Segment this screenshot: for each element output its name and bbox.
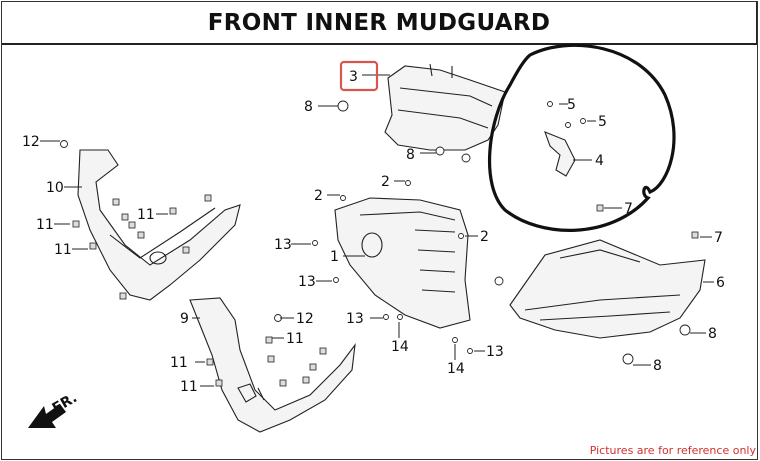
part-6-shape <box>509 239 706 339</box>
page-title: FRONT INNER MUDGUARD <box>207 9 551 36</box>
callout-11d: 11 <box>286 331 304 347</box>
callout-13a: 13 <box>274 237 292 253</box>
callout-5a: 5 <box>567 97 576 113</box>
callout-8a: 8 <box>304 99 313 115</box>
callout-13c: 13 <box>346 311 364 327</box>
callout-7b: 7 <box>714 230 723 246</box>
callout-12b: 12 <box>296 311 314 327</box>
callout-11a: 11 <box>36 217 54 233</box>
highlight-box <box>339 60 379 92</box>
callout-9: 9 <box>180 311 189 327</box>
callout-3: 3 <box>349 69 358 85</box>
callout-12a: 12 <box>22 134 40 150</box>
callout-11f: 11 <box>180 379 198 395</box>
callout-11e: 11 <box>170 355 188 371</box>
callout-13d: 13 <box>486 344 504 360</box>
disclaimer-text: Pictures are for reference only <box>589 444 756 457</box>
callout-1: 1 <box>330 249 339 265</box>
callout-4: 4 <box>595 153 604 169</box>
callout-8d: 8 <box>653 358 662 374</box>
callout-10: 10 <box>46 180 64 196</box>
callout-13b: 13 <box>298 274 316 290</box>
callout-7a: 7 <box>624 201 633 217</box>
annotation-circle <box>487 43 676 232</box>
callout-11b: 11 <box>54 242 72 258</box>
part-3-shape <box>384 65 506 151</box>
callout-2a: 2 <box>314 188 323 204</box>
callout-5b: 5 <box>598 114 607 130</box>
part-1-shape <box>334 197 471 329</box>
front-direction-arrow-icon: FR. <box>28 390 80 428</box>
part-4-shape <box>544 131 576 177</box>
callout-6: 6 <box>716 275 725 291</box>
callout-11c: 11 <box>137 207 155 223</box>
callout-14a: 14 <box>391 339 409 355</box>
callout-14b: 14 <box>447 361 465 377</box>
callout-8b: 8 <box>406 147 415 163</box>
part-9-shape <box>189 297 356 433</box>
callout-2c: 2 <box>480 229 489 245</box>
callout-2b: 2 <box>381 174 390 190</box>
part-10-shape <box>77 149 241 301</box>
callout-8c: 8 <box>708 326 717 342</box>
